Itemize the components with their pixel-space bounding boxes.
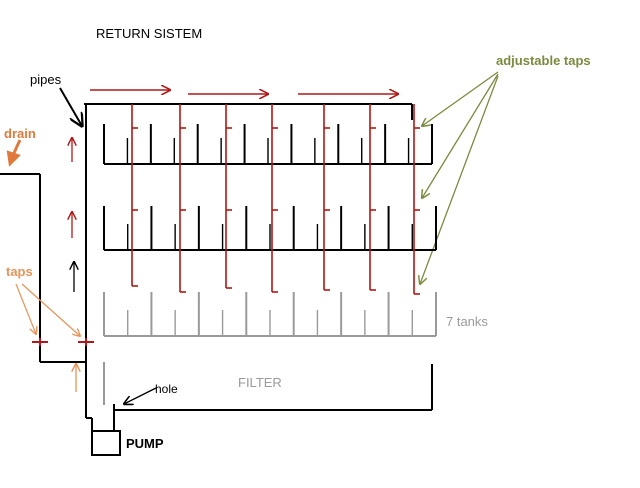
title-label: RETURN SISTEM: [96, 26, 202, 41]
pump-box: [91, 430, 121, 456]
adjustable-taps-label: adjustable taps: [496, 53, 591, 68]
pump-label: PUMP: [126, 436, 164, 451]
drain-arrow: [6, 139, 22, 167]
pipes-label: pipes: [30, 72, 62, 87]
feed-pipe: [179, 104, 186, 293]
adjustable-taps-pointers: [420, 71, 499, 284]
adjustable-pointer: [422, 73, 499, 198]
taps-label: taps: [6, 264, 33, 279]
tank-row: [103, 206, 437, 251]
drain-taps: [15, 283, 94, 346]
taps-pointer: [21, 283, 80, 336]
feed-pipe: [369, 104, 376, 291]
tank-row: [103, 292, 437, 337]
feed-pipe: [225, 104, 232, 289]
adjustable-pointer: [422, 71, 499, 126]
filter-label: FILTER: [238, 375, 282, 390]
main-pipes: [84, 103, 433, 432]
tank-row: [103, 124, 433, 165]
drain-pipe: [0, 173, 86, 363]
feed-pipe: [271, 104, 278, 293]
tanks-count-label: 7 tanks: [446, 314, 488, 329]
hole-label: hole: [155, 382, 178, 396]
feed-pipe: [413, 104, 420, 295]
feed-pipe: [323, 104, 330, 291]
pipes-pointer: [59, 87, 82, 126]
adjustable-pointer: [420, 75, 499, 284]
drain-label: drain: [4, 126, 36, 141]
red-feed-pipes: [131, 104, 420, 295]
tank-racks: [103, 124, 437, 337]
flow-arrows-top: [90, 90, 398, 94]
hole-pointer: [124, 387, 157, 404]
feed-pipe: [131, 104, 138, 287]
taps-pointer: [15, 283, 36, 334]
riser-up-arrows: [72, 138, 76, 392]
